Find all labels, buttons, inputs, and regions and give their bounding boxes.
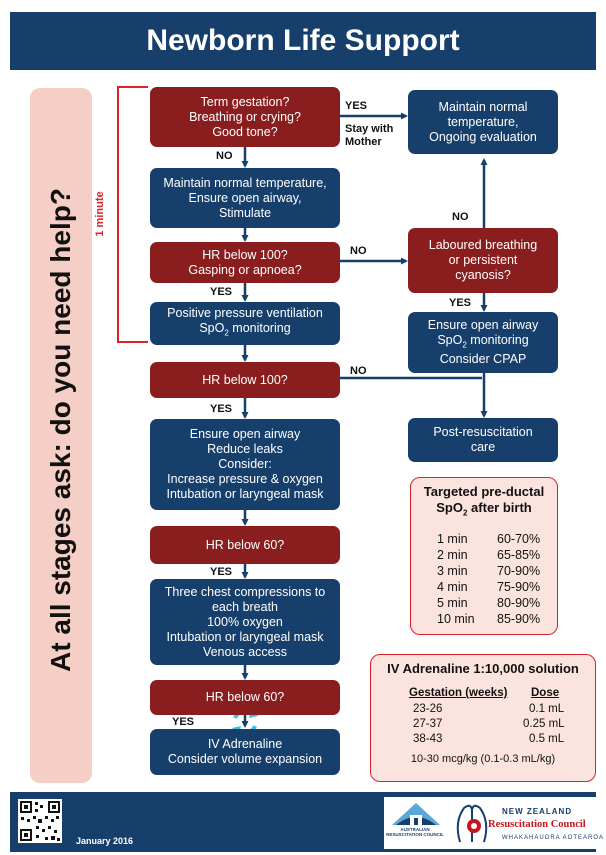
adrenaline-dose-panel: IV Adrenaline 1:10,000 solution Gestatio… — [370, 654, 596, 782]
nzrc-line2: Resuscitation Council — [488, 819, 586, 830]
yes-label: YES — [172, 716, 195, 728]
qr-code-icon[interactable] — [18, 799, 62, 843]
yes-label: YES — [449, 297, 472, 309]
adrenaline-title: IV Adrenaline 1:10,000 solution — [387, 661, 579, 676]
help-reminder-panel — [30, 88, 92, 783]
yes-label: YES — [210, 566, 233, 578]
mother-label: Mother — [345, 136, 382, 148]
yes-label: YES — [210, 403, 233, 415]
revision-date: January 2016 — [76, 836, 134, 846]
dose-cell: 0.5 mL — [529, 733, 565, 745]
nzrc-logo-icon — [456, 804, 488, 843]
gestation-cell: 38-43 — [413, 733, 443, 745]
yes-label: YES — [345, 100, 368, 112]
dose-cell: 0.1 mL — [529, 703, 565, 715]
arc-logo-icon — [392, 803, 440, 825]
yes-label: YES — [210, 286, 233, 298]
stimulate-box: Maintain normal temperature,Ensure open … — [150, 168, 340, 228]
hr-below-60-box-2: HR below 60? — [150, 680, 340, 715]
initial-assessment-box: Term gestation?Breathing or crying?Good … — [150, 87, 340, 147]
nzrc-line3: WHAKAHAUORA AOTEAROA — [502, 835, 605, 841]
hr-below-60-box-1: HR below 60? — [150, 526, 340, 564]
page-title: Newborn Life Support — [10, 12, 596, 70]
cpap-box: Ensure open airway SpO2 monitoring Consi… — [408, 312, 558, 373]
hr-gasping-box: HR below 100?Gasping or apnoea? — [150, 242, 340, 283]
no-label: NO — [350, 245, 367, 257]
stay-with-label: Stay with — [345, 123, 394, 135]
hr-below-100-box: HR below 100? — [150, 362, 340, 398]
arc-logo-text: AUSTRALIAN RESUSCITATION COUNCIL — [386, 827, 444, 837]
dose-note: 10-30 mcg/kg (0.1-0.3 mL/kg) — [410, 753, 556, 765]
spo2-title: Targeted pre-ductal SpO2 after birth — [423, 484, 545, 518]
council-logos: AUSTRALIAN RESUSCITATION COUNCIL NEW ZEA… — [384, 797, 603, 849]
no-label: NO — [350, 365, 367, 377]
dose-header: Dose — [531, 687, 560, 699]
dose-cell: 0.25 mL — [523, 718, 565, 730]
no-label: NO — [452, 211, 469, 223]
spo2-targets-panel: Targeted pre-ductal SpO2 after birth 1 m… — [410, 477, 558, 635]
nzrc-line1: NEW ZEALAND — [502, 807, 573, 816]
no-label: NO — [216, 150, 233, 162]
gestation-cell: 27-37 — [413, 718, 443, 730]
gestation-cell: 23-26 — [413, 703, 443, 715]
one-minute-label: 1 minute — [94, 191, 106, 237]
ppv-box: Positive pressure ventilation SpO2 monit… — [150, 302, 340, 345]
footer: January 2016 AUSTRALIAN RESUSCITATION CO… — [10, 792, 603, 852]
gestation-header: Gestation (weeks) — [409, 687, 508, 699]
